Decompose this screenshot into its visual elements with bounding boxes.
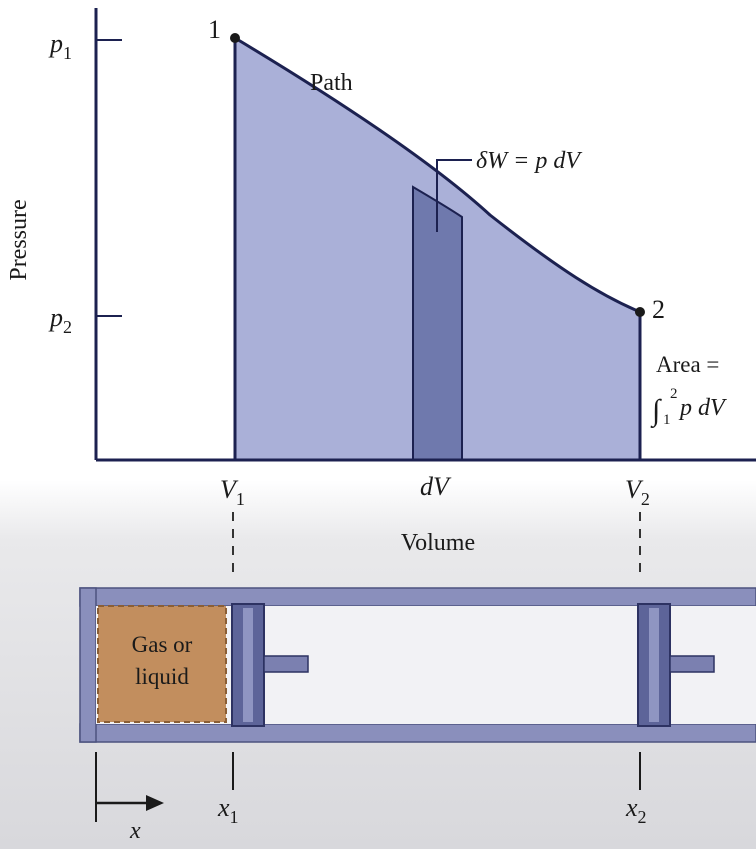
p1-label: p1 bbox=[48, 29, 72, 63]
gas-label-line1: Gas or bbox=[132, 632, 193, 657]
p2-label: p2 bbox=[48, 303, 72, 337]
dw-label: δW = p dV bbox=[476, 148, 582, 174]
area-upper-limit: 2 bbox=[670, 386, 678, 402]
state-2-label: 2 bbox=[652, 295, 665, 324]
area-integral: ∫ bbox=[650, 394, 662, 429]
area-integrand: p dV bbox=[678, 395, 727, 421]
x-axis-label: Volume bbox=[401, 530, 475, 556]
x-direction-label: x bbox=[129, 818, 141, 844]
piston-at-x1 bbox=[231, 603, 309, 727]
area-label: Area = bbox=[656, 352, 719, 377]
state-1-point bbox=[230, 33, 240, 43]
x2-label: x2 bbox=[625, 793, 647, 827]
v2-label: V2 bbox=[625, 475, 650, 509]
x-arrowhead bbox=[146, 795, 164, 811]
gas-label-line2: liquid bbox=[135, 664, 189, 689]
gas-region bbox=[97, 605, 227, 723]
area-lower-limit: 1 bbox=[663, 412, 671, 428]
state-2-point bbox=[635, 307, 645, 317]
path-label: Path bbox=[310, 70, 353, 96]
dw-strip bbox=[412, 185, 463, 461]
process-path-curve bbox=[234, 36, 641, 314]
x1-label: x1 bbox=[217, 793, 239, 827]
y-axis-label: Pressure bbox=[6, 199, 32, 280]
v1-label: V1 bbox=[220, 475, 245, 509]
state-1-label: 1 bbox=[208, 15, 221, 44]
piston-at-x2 bbox=[637, 603, 715, 727]
dw-leader-line bbox=[436, 159, 472, 232]
dv-label: dV bbox=[420, 472, 452, 501]
